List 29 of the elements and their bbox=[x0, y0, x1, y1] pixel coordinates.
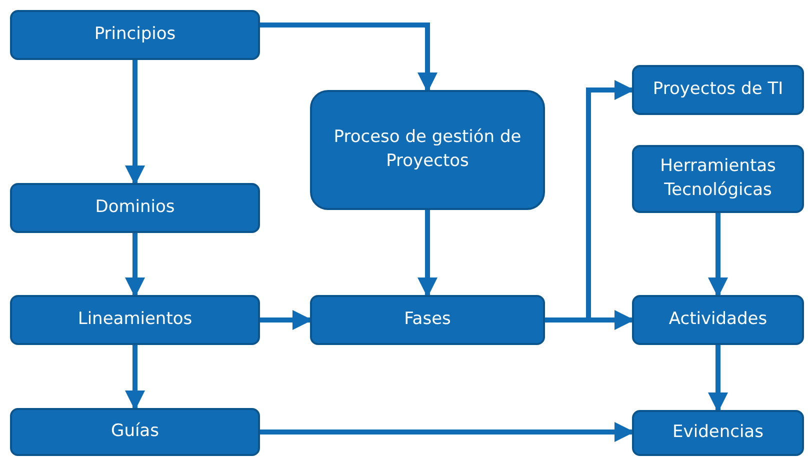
node-label: Fases bbox=[404, 308, 451, 332]
node-label: Guías bbox=[111, 420, 159, 444]
arrow bbox=[708, 213, 728, 298]
arrow bbox=[260, 22, 438, 92]
arrow bbox=[260, 422, 634, 442]
node-label: Evidencias bbox=[672, 421, 764, 444]
process-box bbox=[632, 410, 804, 456]
arrow bbox=[708, 345, 728, 412]
node-label: Dominios bbox=[95, 196, 175, 220]
node-label: Lineamientos bbox=[78, 308, 192, 332]
node-label: Proceso de gestión de Proyectos bbox=[332, 126, 522, 173]
process-box bbox=[10, 10, 260, 60]
arrow bbox=[418, 210, 438, 298]
arrow bbox=[125, 345, 145, 410]
process-box bbox=[632, 295, 804, 345]
process-box bbox=[632, 145, 804, 213]
process-box bbox=[310, 90, 545, 210]
process-box bbox=[310, 295, 545, 345]
process-box bbox=[10, 295, 260, 345]
node-label: Herramientas Tecnológicas bbox=[659, 155, 777, 202]
arrow bbox=[260, 310, 312, 330]
node-label: Proyectos de TI bbox=[652, 78, 784, 102]
arrow bbox=[125, 233, 145, 298]
node-label: Actividades bbox=[668, 308, 768, 332]
node-label: Principios bbox=[94, 23, 176, 46]
process-box bbox=[10, 408, 260, 456]
process-box bbox=[632, 65, 804, 115]
arrow bbox=[125, 60, 145, 186]
process-box bbox=[10, 183, 260, 233]
